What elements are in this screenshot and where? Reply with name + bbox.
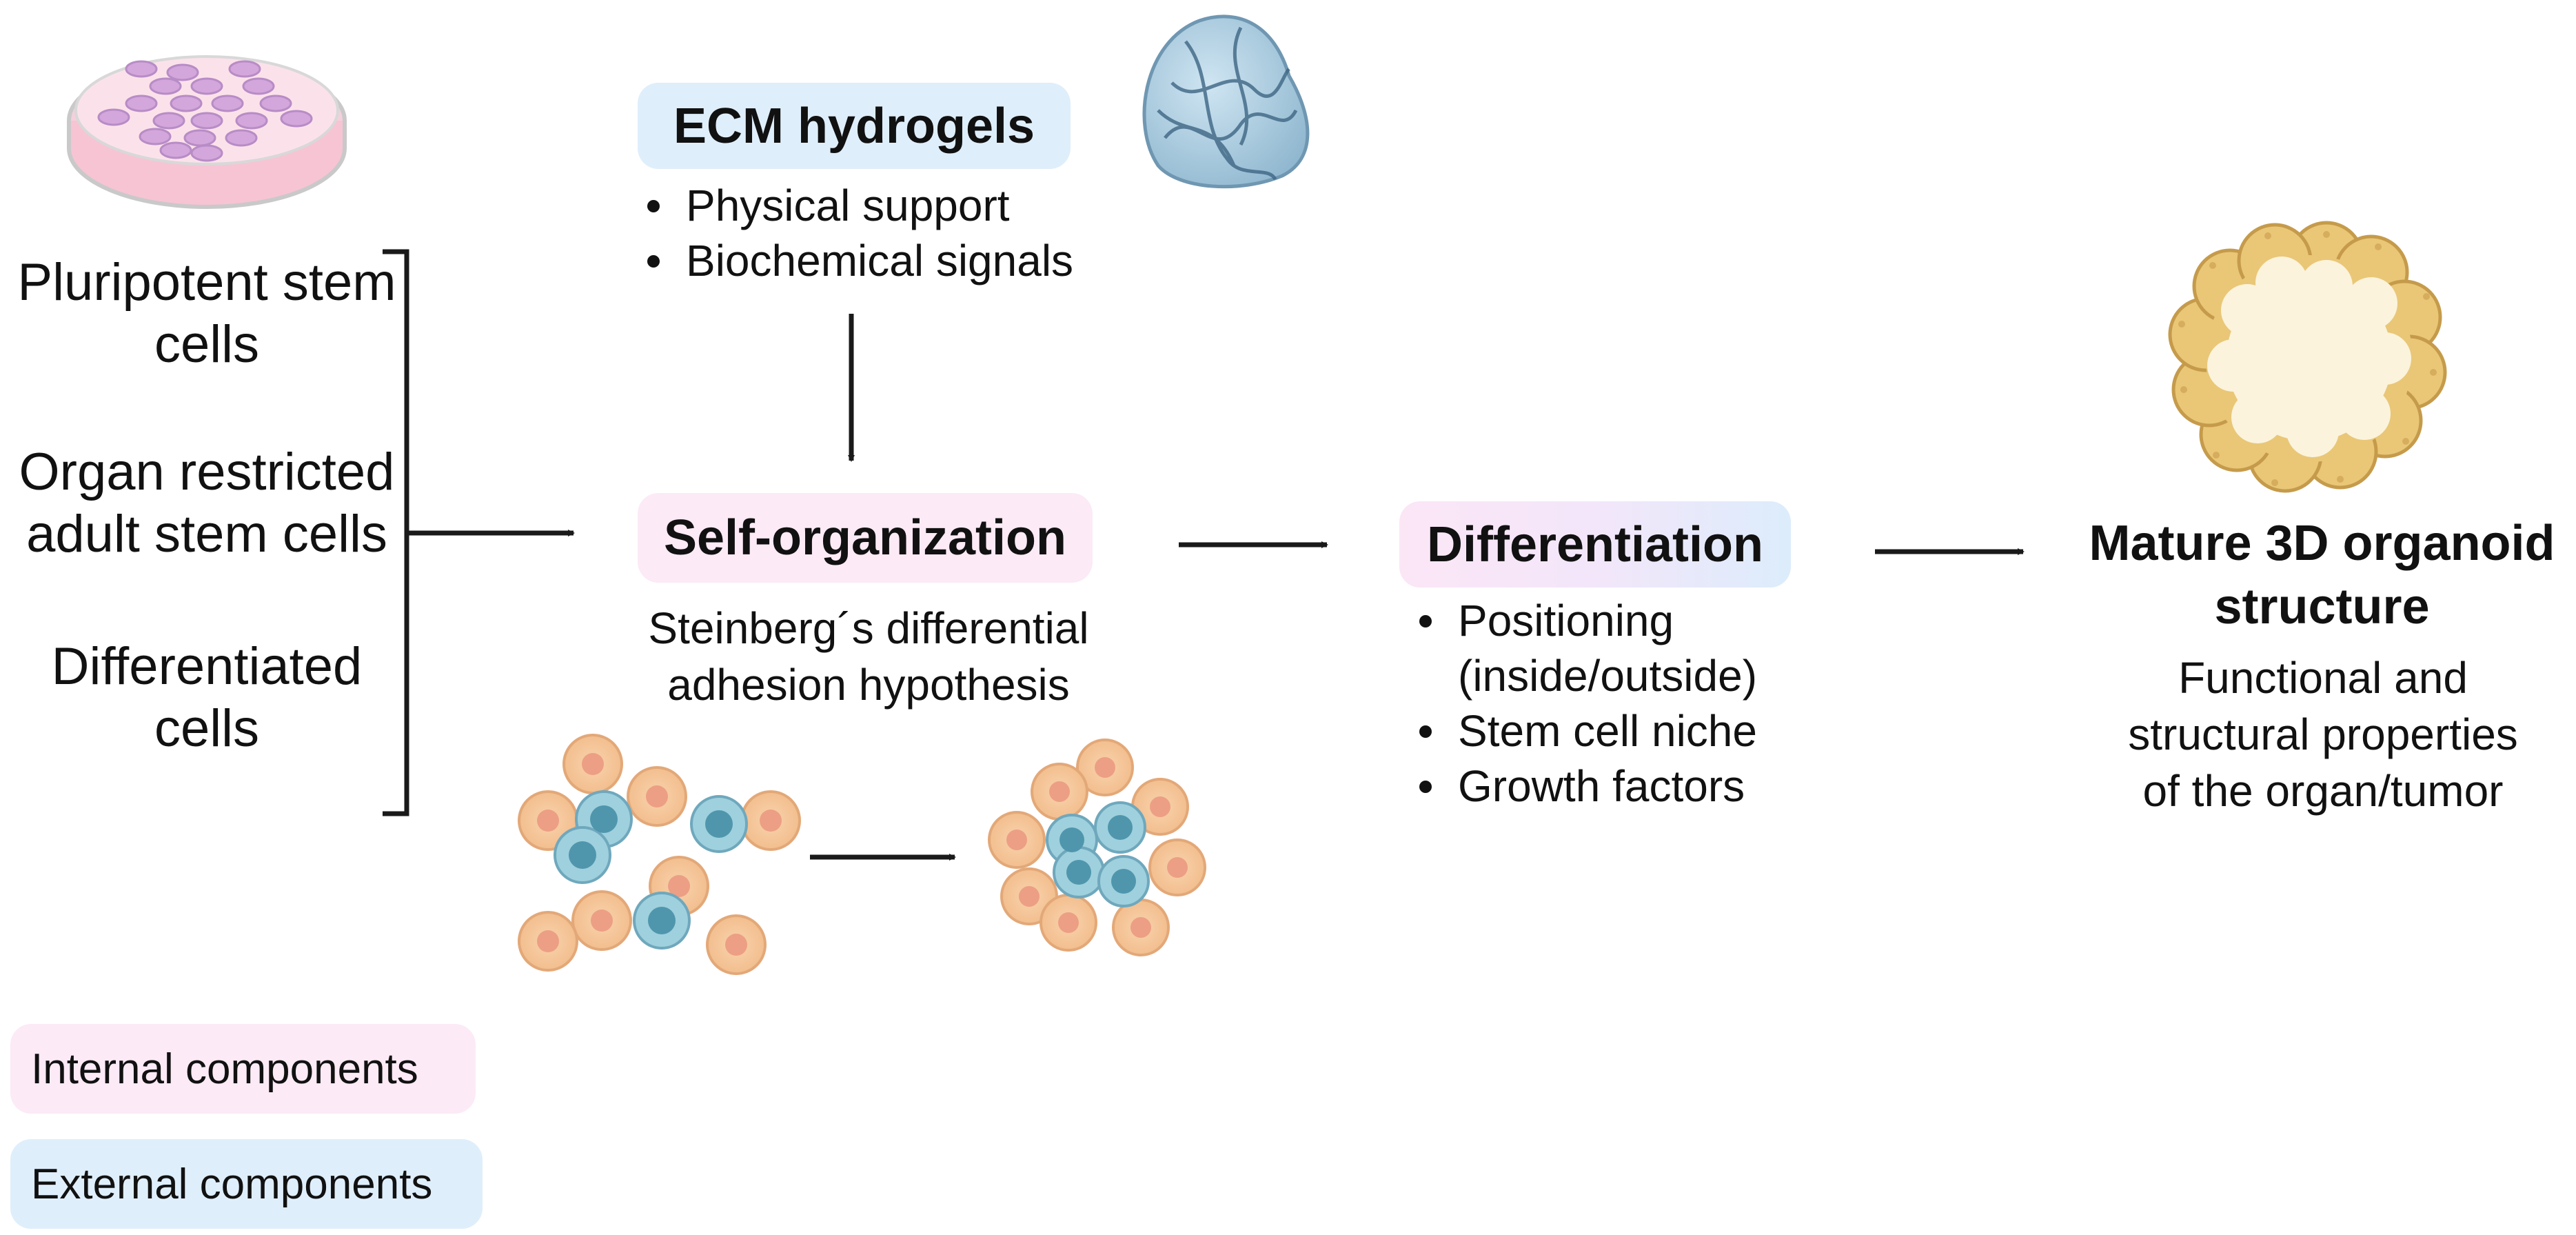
organoid-description: Functional and structural properties of …	[2082, 650, 2564, 819]
source-organ-restricted-label: Organ restricted adult stem cells	[19, 443, 395, 563]
description-line: structural properties	[2128, 710, 2518, 759]
self-organization-title: Self-organization	[638, 493, 1093, 583]
petri-dish-icon	[67, 55, 347, 209]
differentiation-bullet: Stem cell niche	[1410, 703, 1757, 759]
legend-internal-components: Internal components	[10, 1024, 476, 1114]
subtitle-line: adhesion hypothesis	[667, 660, 1070, 710]
legend-external-components: External components	[10, 1139, 483, 1229]
source-differentiated-label: Differentiated cells	[51, 637, 363, 758]
organoid-title: Mature 3D organoid structure	[2068, 512, 2576, 639]
organized-cells-cluster	[988, 739, 1206, 956]
title-line: Mature 3D organoid	[2089, 516, 2555, 571]
ecm-bullets: Physical support Biochemical signals	[638, 178, 1073, 288]
ecm-bullet: Biochemical signals	[638, 233, 1073, 288]
subtitle-line: Steinberg´s differential	[648, 603, 1089, 653]
source-pluripotent-label: Pluripotent stem cells	[17, 253, 396, 374]
differentiation-bullet: Growth factors	[1410, 759, 1757, 814]
organoid-cross-section-icon	[2168, 221, 2447, 493]
differentiation-title: Differentiation	[1399, 501, 1791, 588]
loose-cells-group	[518, 734, 801, 975]
differentiation-bullet-continuation: (inside/outside)	[1458, 651, 1757, 701]
description-line: Functional and	[2178, 653, 2468, 703]
description-line: of the organ/tumor	[2142, 766, 2504, 816]
self-organization-subtitle: Steinberg´s differential adhesion hypoth…	[600, 600, 1137, 713]
ecm-hydrogels-title: ECM hydrogels	[638, 83, 1071, 169]
title-line: structure	[2214, 579, 2430, 634]
hydrogel-mesh-icon	[1142, 14, 1310, 189]
differentiation-bullets: Positioning (inside/outside) Stem cell n…	[1410, 593, 1757, 814]
flow-arrows	[407, 314, 2025, 861]
ecm-bullet: Physical support	[638, 178, 1073, 233]
differentiation-bullet: Positioning	[1410, 593, 1757, 648]
